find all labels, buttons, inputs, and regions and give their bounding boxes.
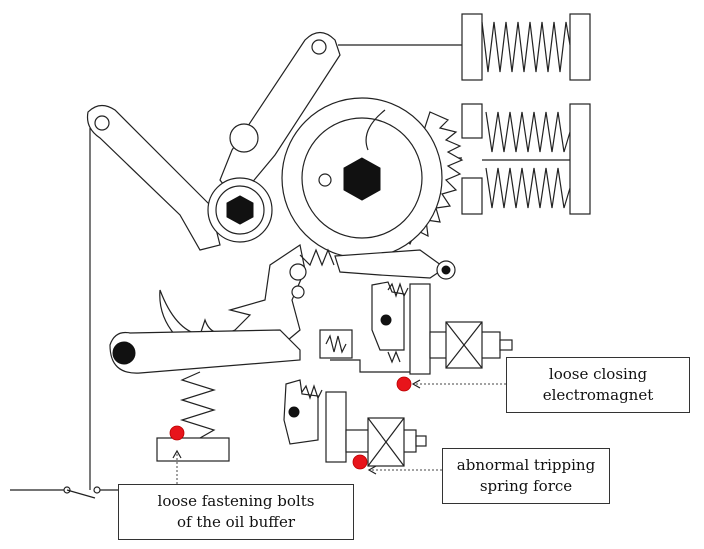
closing-electromagnet	[319, 281, 513, 375]
oil-buffer-label: loose fastening bolts of the oil buffer	[118, 484, 354, 540]
buffer-label-line1: loose fastening bolts	[157, 492, 315, 510]
oil-buffer	[156, 371, 230, 462]
switch-contact	[10, 486, 120, 499]
left-arm	[86, 104, 221, 490]
left-gear	[207, 123, 273, 243]
tripping-label-line2: spring force	[479, 477, 573, 495]
fault-marker-tripping	[352, 454, 368, 470]
closing-label-line2: electromagnet	[542, 386, 654, 404]
fault-marker-buffer	[169, 425, 185, 441]
hook-claw	[159, 244, 307, 346]
latch-links	[299, 248, 456, 280]
closing-electromagnet-label: loose closing electromagnet	[506, 357, 690, 413]
closing-label-line1: loose closing	[548, 365, 648, 383]
tripping-label-line1: abnormal tripping	[456, 456, 596, 474]
lower-lever	[109, 329, 301, 374]
leader-lines	[172, 379, 506, 484]
fault-marker-closing	[396, 376, 412, 392]
tripping-spring-label: abnormal tripping spring force	[442, 448, 610, 504]
buffer-label-line2: of the oil buffer	[176, 513, 296, 531]
top-spring	[338, 13, 591, 81]
cam-wheel	[281, 97, 464, 259]
closing-spring	[444, 103, 591, 215]
tripping-electromagnet	[283, 379, 427, 467]
